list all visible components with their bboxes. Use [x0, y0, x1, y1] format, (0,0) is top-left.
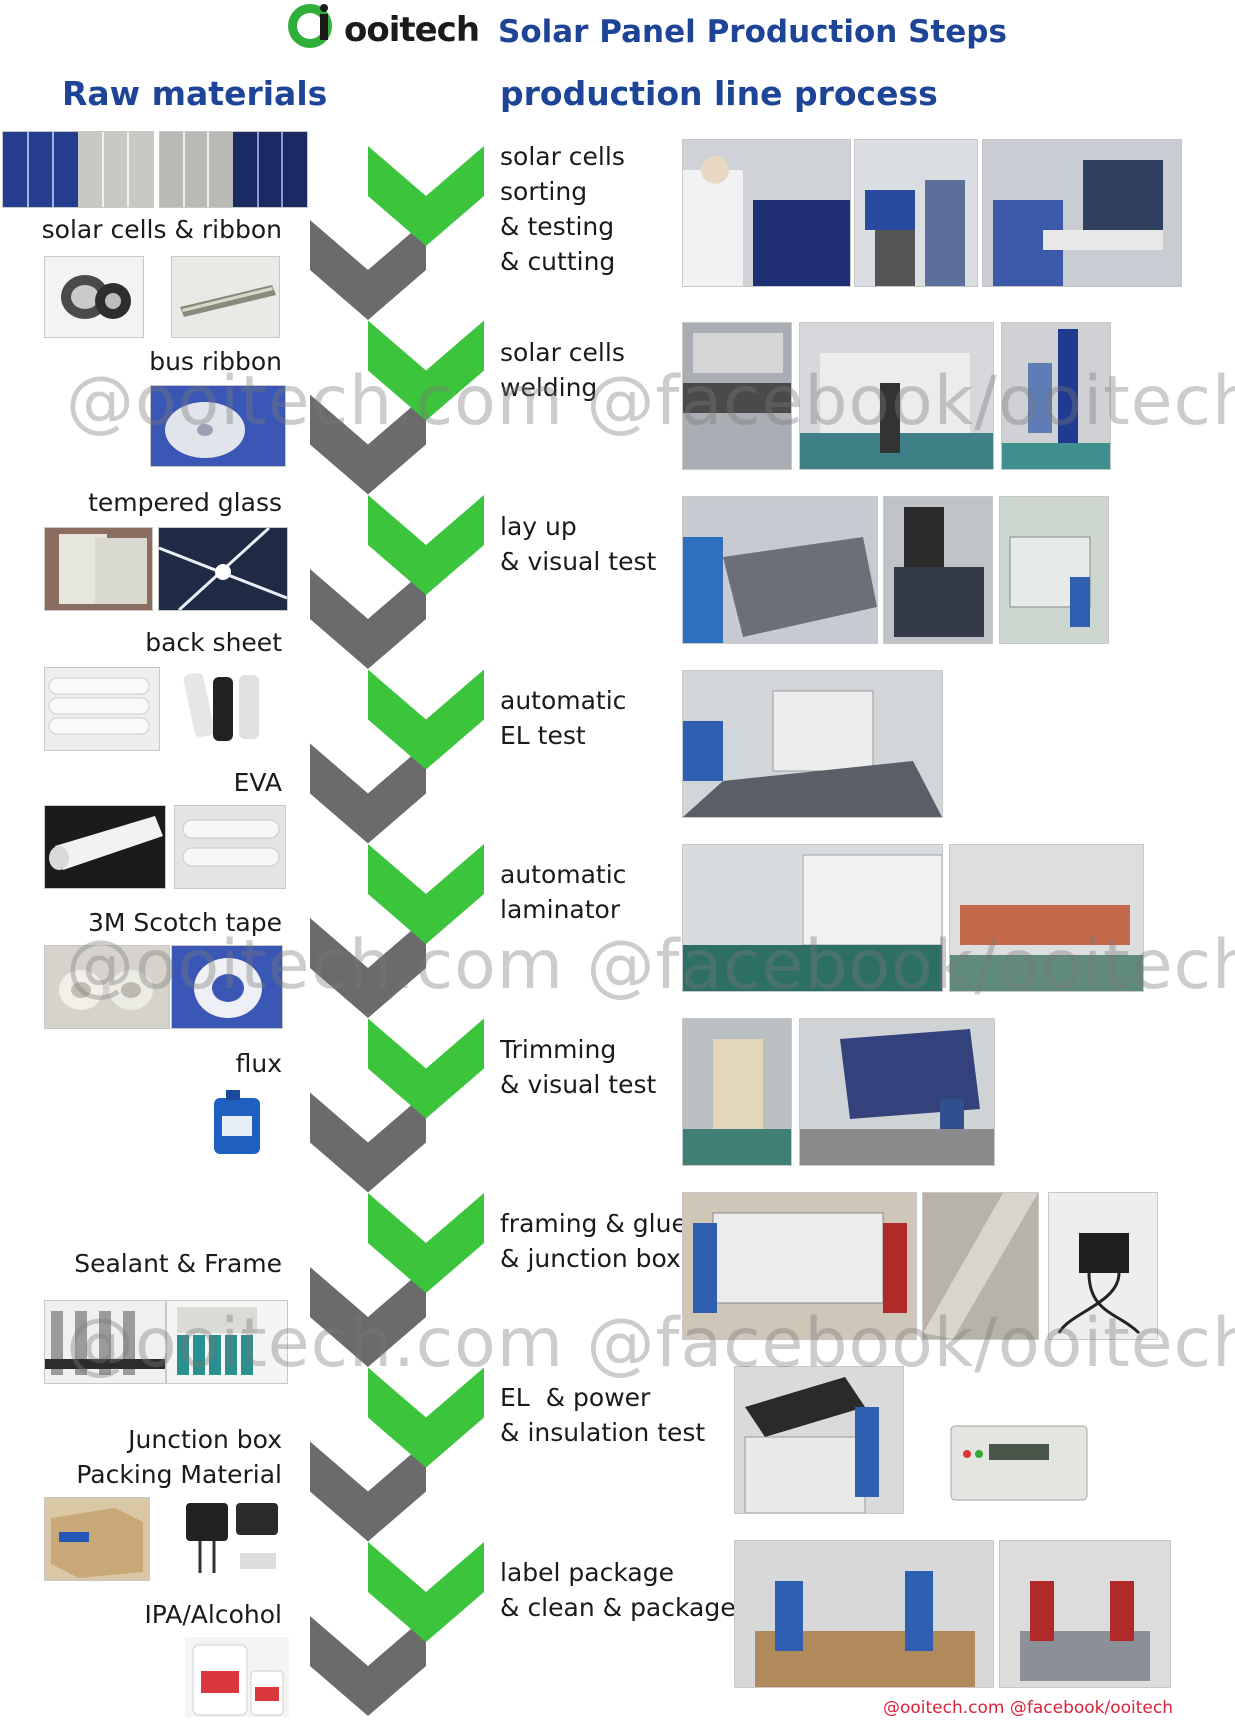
packing-box-photo: [44, 1497, 150, 1581]
process-photo-trimming-check: [799, 1018, 995, 1166]
material-label: tempered glass: [88, 488, 282, 517]
sealant-tubes-photo: [166, 1300, 288, 1384]
material-label: EVA: [233, 768, 282, 797]
material-label: bus ribbon: [149, 347, 282, 376]
gray-chevron: [310, 1616, 426, 1716]
bus-ribbon-roll-photo: [150, 385, 286, 467]
watermark: @ooitech.com @facebook/ooitech: [66, 362, 1235, 441]
step-label: EL & power & insulation test: [500, 1383, 706, 1447]
solar-cell-photo: [159, 131, 308, 208]
step-label: automatic laminator: [500, 860, 627, 924]
process-photo-cutting: [982, 139, 1182, 287]
aluminium-frame-photo: [44, 1300, 166, 1384]
step-label: label package & clean & package: [500, 1558, 736, 1622]
process-photo-framing: [682, 1192, 917, 1340]
process-photo-layup: [682, 496, 878, 644]
gray-chevron: [310, 918, 426, 1018]
green-chevron: [368, 146, 484, 246]
step-label: lay up & visual test: [500, 512, 657, 576]
green-chevron: [368, 1542, 484, 1642]
material-label: Sealant & Frame: [74, 1249, 282, 1278]
ipa-alcohol-photo: [185, 1637, 289, 1717]
gray-chevron: [310, 1441, 426, 1542]
eva-photo: [174, 805, 286, 889]
process-photo-layup-check: [999, 496, 1109, 644]
eva-roll-photo: [44, 805, 166, 889]
process-photo-testing: [854, 139, 978, 287]
step-label: automatic EL test: [500, 686, 627, 750]
material-label: IPA/Alcohol: [144, 1600, 282, 1629]
logo-mark-icon: [288, 4, 332, 48]
junction-box-photo: [180, 1497, 284, 1579]
gray-chevron: [310, 569, 426, 669]
insulation-tester-photo: [945, 1410, 1093, 1506]
process-photo-visual-test: [883, 496, 993, 644]
green-chevron: [368, 495, 484, 595]
process-photo-trimming: [682, 1018, 792, 1166]
gray-chevron: [310, 743, 426, 844]
step-label: solar cells sorting & testing & cutting: [500, 142, 625, 276]
material-label: Junction box: [128, 1425, 282, 1454]
process-photo-el-test: [682, 670, 943, 818]
process-photo-string: [1001, 322, 1111, 470]
material-label: back sheet: [145, 628, 282, 657]
process-photo-junction-box: [1048, 1192, 1158, 1340]
process-photo-welding-line: [799, 322, 994, 470]
logo-wordmark: ooitech: [344, 10, 480, 50]
green-chevron: [368, 1018, 484, 1119]
gray-chevron: [310, 394, 426, 495]
raw-materials-title: Raw materials: [62, 74, 328, 113]
footer-credit: @ooitech.com @facebook/ooitech: [882, 1698, 1173, 1718]
process-photo-package-clean: [999, 1540, 1171, 1688]
material-label: solar cells & ribbon: [41, 215, 282, 244]
process-photo-laminator: [682, 844, 943, 992]
bus-ribbon-photo: [171, 256, 280, 338]
gray-chevron: [310, 220, 426, 320]
process-photo-glue: [922, 1192, 1039, 1340]
process-photo-welding: [682, 322, 792, 470]
step-label: framing & glue & junction box: [500, 1209, 687, 1273]
brand-logo: ooitech: [284, 0, 480, 52]
material-label: flux: [235, 1049, 282, 1078]
green-chevron: [368, 320, 484, 421]
green-chevron: [368, 669, 484, 770]
solar-cell-photo: [2, 131, 154, 208]
back-sheet-rolls-photo: [44, 667, 160, 751]
green-chevron: [368, 844, 484, 944]
scotch-tape-photo: [44, 945, 170, 1029]
page-title: Solar Panel Production Steps: [498, 14, 1007, 50]
tempered-glass-photo: [44, 527, 153, 611]
watermark: @ooitech.com @facebook/ooitech: [66, 926, 1235, 1005]
green-chevron: [368, 1193, 484, 1293]
material-label: Packing Material: [76, 1460, 282, 1489]
process-title: production line process: [500, 74, 938, 113]
material-label: 3M Scotch tape: [87, 908, 282, 937]
green-chevron: [368, 1367, 484, 1468]
step-label: solar cells welding: [500, 338, 625, 402]
flux-container-photo: [206, 1088, 268, 1160]
tempered-glass-closeup-photo: [158, 527, 288, 611]
gray-chevron: [310, 1267, 426, 1367]
process-photo-power-test: [734, 1366, 904, 1514]
process-photo-laminator-line: [949, 844, 1144, 992]
ribbon-spool-photo: [44, 256, 144, 338]
back-sheet-photo: [181, 667, 267, 749]
step-label: Trimming & visual test: [500, 1035, 657, 1099]
process-photo-sorting: [682, 139, 851, 287]
gray-chevron: [310, 1092, 426, 1193]
watermark: @ooitech.com @facebook/ooitech: [66, 1304, 1235, 1383]
scotch-tape-roll-photo: [171, 945, 283, 1029]
process-photo-packaging: [734, 1540, 994, 1688]
